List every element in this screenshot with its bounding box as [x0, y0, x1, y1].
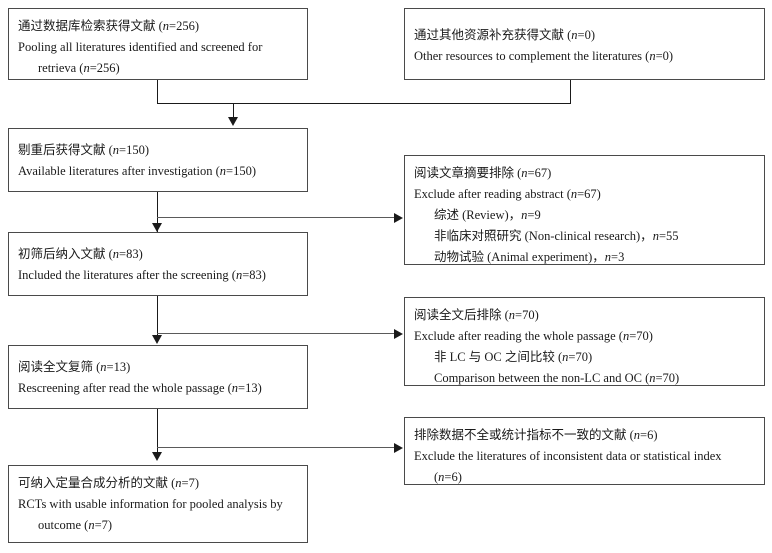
box-after-duplicates: 剔重后获得文献 (n=150) Available literatures af…	[8, 128, 308, 192]
box-identification-database-cn: 通过数据库检索获得文献 (n=256)	[18, 19, 200, 33]
box-identification-database-en1: Pooling all literatures identified and s…	[18, 40, 263, 54]
box-exclude-abstract-en1: Exclude after reading abstract (n=67)	[414, 187, 601, 201]
arrow-right-to-exclude-data	[394, 443, 403, 453]
box-exclude-abstract-sub1: 综述 (Review)，n=9	[434, 208, 541, 222]
box-included-final: 可纳入定量合成分析的文献 (n=7) RCTs with usable info…	[8, 465, 308, 543]
arrow-down-to-after-screening	[152, 223, 162, 232]
box-rescreening: 阅读全文复筛 (n=13) Rescreening after read the…	[8, 345, 308, 409]
box-exclude-abstract: 阅读文章摘要排除 (n=67) Exclude after reading ab…	[404, 155, 765, 265]
connector-merge-horizontal	[157, 103, 571, 104]
box-exclude-abstract-sub2: 非临床对照研究 (Non-clinical research)，n=55	[434, 229, 679, 243]
box-identification-other-en1: Other resources to complement the litera…	[414, 49, 674, 63]
box-exclude-data-en2: (n=6)	[434, 470, 462, 484]
box-after-duplicates-cn: 剔重后获得文献 (n=150)	[18, 143, 150, 157]
connector-db-down	[157, 80, 158, 104]
connector-after-screening-down	[157, 296, 158, 342]
box-after-screening-cn: 初筛后纳入文献 (n=83)	[18, 247, 143, 261]
box-exclude-abstract-sub3: 动物试验 (Animal experiment)，n=3	[434, 250, 625, 264]
box-after-screening: 初筛后纳入文献 (n=83) Included the literatures …	[8, 232, 308, 296]
arrow-down-to-included-final	[152, 452, 162, 461]
box-after-duplicates-en1: Available literatures after investigatio…	[18, 164, 256, 178]
arrow-right-to-exclude-fulltext	[394, 329, 403, 339]
connector-merge-down	[233, 103, 234, 119]
arrow-down-to-after-duplicates	[228, 117, 238, 126]
connector-to-exclude-data	[157, 447, 395, 448]
box-included-final-cn: 可纳入定量合成分析的文献 (n=7)	[18, 476, 200, 490]
box-identification-database: 通过数据库检索获得文献 (n=256) Pooling all literatu…	[8, 8, 308, 80]
box-identification-database-en2: retrieva (n=256)	[38, 61, 120, 75]
box-exclude-data: 排除数据不全或统计指标不一致的文献 (n=6) Exclude the lite…	[404, 417, 765, 485]
connector-to-exclude-fulltext	[157, 333, 395, 334]
connector-other-down	[570, 80, 571, 104]
box-exclude-data-en1: Exclude the literatures of inconsistent …	[414, 449, 722, 463]
box-rescreening-en1: Rescreening after read the whole passage…	[18, 381, 262, 395]
box-included-final-en1: RCTs with usable information for pooled …	[18, 497, 283, 511]
box-identification-other: 通过其他资源补充获得文献 (n=0) Other resources to co…	[404, 8, 765, 80]
box-exclude-data-cn: 排除数据不全或统计指标不一致的文献 (n=6)	[414, 428, 658, 442]
box-exclude-fulltext-sub1: 非 LC 与 OC 之间比较 (n=70)	[434, 350, 593, 364]
box-exclude-fulltext-en1: Exclude after reading the whole passage …	[414, 329, 653, 343]
box-exclude-abstract-cn: 阅读文章摘要排除 (n=67)	[414, 166, 552, 180]
box-after-screening-en1: Included the literatures after the scree…	[18, 268, 266, 282]
box-rescreening-cn: 阅读全文复筛 (n=13)	[18, 360, 131, 374]
box-identification-other-cn: 通过其他资源补充获得文献 (n=0)	[414, 28, 596, 42]
connector-rescreening-down	[157, 409, 158, 459]
box-exclude-fulltext: 阅读全文后排除 (n=70) Exclude after reading the…	[404, 297, 765, 386]
arrow-right-to-exclude-abstract	[394, 213, 403, 223]
box-exclude-fulltext-cn: 阅读全文后排除 (n=70)	[414, 308, 539, 322]
arrow-down-to-rescreening	[152, 335, 162, 344]
box-exclude-fulltext-sub2: Comparison between the non-LC and OC (n=…	[434, 371, 680, 385]
connector-to-exclude-abstract	[157, 217, 395, 218]
box-included-final-en2: outcome (n=7)	[38, 518, 113, 532]
connector-after-duplicates-down	[157, 192, 158, 232]
